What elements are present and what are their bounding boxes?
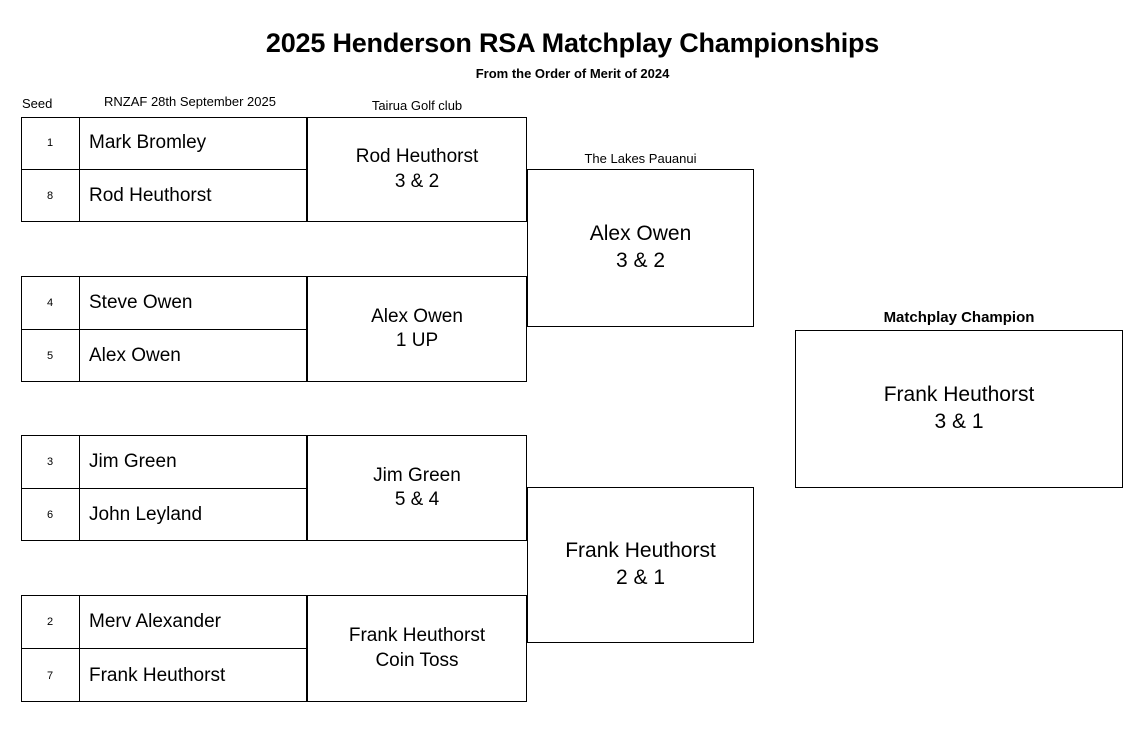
champion-name: Frank Heuthorst bbox=[883, 383, 1035, 407]
match-box-r2-1 bbox=[307, 117, 527, 222]
result-score: Coin Toss bbox=[375, 649, 459, 671]
result-winner-name: Alex Owen bbox=[589, 222, 692, 246]
result-winner-name: Alex Owen bbox=[371, 305, 463, 327]
result-r2-4: Frank Heuthorst Coin Toss bbox=[307, 595, 527, 702]
player-divider-r1-2 bbox=[21, 329, 307, 330]
seed-value: 6 bbox=[46, 509, 54, 521]
player-divider-r1-3 bbox=[21, 488, 307, 489]
result-r2-2: Alex Owen 1 UP bbox=[307, 276, 527, 382]
match-box-semifinal-1 bbox=[527, 169, 754, 327]
result-winner-name: Jim Green bbox=[373, 464, 461, 486]
result-semifinal-1: Alex Owen 3 & 2 bbox=[527, 169, 754, 327]
player-name: Steve Owen bbox=[89, 291, 193, 313]
seed-value: 5 bbox=[46, 350, 54, 362]
column-label-final: Matchplay Champion bbox=[883, 309, 1035, 326]
player-name: Frank Heuthorst bbox=[89, 664, 226, 686]
player-name: Jim Green bbox=[89, 450, 177, 472]
seed-value: 3 bbox=[46, 455, 54, 468]
page-title: 2025 Henderson RSA Matchplay Championshi… bbox=[265, 28, 880, 58]
seed-value: 8 bbox=[46, 190, 54, 202]
match-box-r2-2 bbox=[307, 276, 527, 382]
result-winner-name: Frank Heuthorst bbox=[348, 625, 486, 647]
column-label-round2: Tairua Golf club bbox=[371, 98, 463, 113]
match-box-semifinal-2 bbox=[527, 487, 754, 643]
result-score: 3 & 2 bbox=[394, 170, 440, 192]
result-winner-name: Rod Heuthorst bbox=[355, 146, 479, 168]
player-name: Merv Alexander bbox=[89, 610, 222, 632]
result-score: 5 & 4 bbox=[394, 489, 440, 510]
player-divider-r1-4 bbox=[21, 648, 307, 649]
column-label-seed: Seed bbox=[22, 96, 53, 111]
player-name: John Leyland bbox=[89, 504, 203, 525]
match-box-final bbox=[795, 330, 1123, 488]
page-subtitle: From the Order of Merit of 2024 bbox=[475, 66, 670, 81]
column-label-round1: RNZAF 28th September 2025 bbox=[104, 94, 276, 109]
column-label-semifinal: The Lakes Pauanui bbox=[584, 151, 697, 166]
result-r2-3: Jim Green 5 & 4 bbox=[307, 435, 527, 541]
player-name: Mark Bromley bbox=[89, 132, 207, 153]
match-box-r2-3 bbox=[307, 435, 527, 541]
result-score: 1 UP bbox=[395, 330, 439, 351]
seed-value: 2 bbox=[46, 615, 54, 628]
champion-score: 3 & 1 bbox=[934, 410, 984, 433]
result-semifinal-2: Frank Heuthorst 2 & 1 bbox=[527, 487, 754, 643]
seed-value: 7 bbox=[46, 669, 54, 682]
result-final: Frank Heuthorst 3 & 1 bbox=[795, 330, 1123, 488]
player-divider-r1-1 bbox=[21, 169, 307, 170]
result-score: 3 & 2 bbox=[615, 249, 666, 272]
seed-value: 1 bbox=[46, 137, 54, 149]
match-box-r2-4 bbox=[307, 595, 527, 702]
seed-value: 4 bbox=[46, 296, 54, 309]
result-r2-1: Rod Heuthorst 3 & 2 bbox=[307, 117, 527, 222]
result-score: 2 & 1 bbox=[615, 566, 666, 589]
player-name: Alex Owen bbox=[89, 345, 181, 366]
result-winner-name: Frank Heuthorst bbox=[565, 539, 716, 563]
player-name: Rod Heuthorst bbox=[89, 185, 212, 206]
